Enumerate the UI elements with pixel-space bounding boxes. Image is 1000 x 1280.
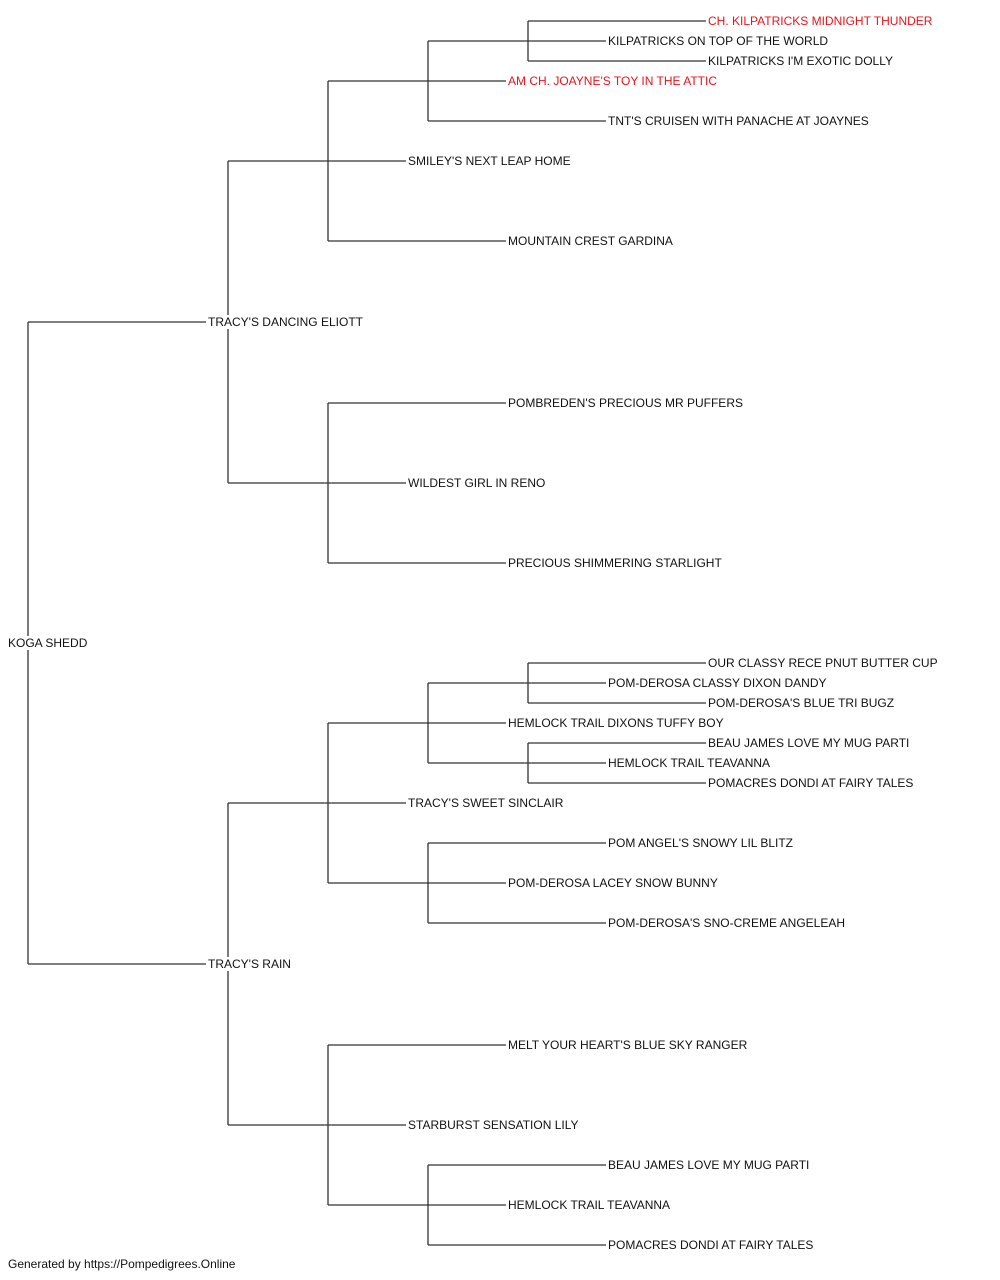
pedigree-node: POM-DEROSA CLASSY DIXON DANDY	[607, 676, 828, 690]
pedigree-node: HEMLOCK TRAIL DIXONS TUFFY BOY	[507, 716, 725, 730]
pedigree-node: POMBREDEN'S PRECIOUS MR PUFFERS	[507, 396, 744, 410]
pedigree-node: MOUNTAIN CREST GARDINA	[507, 234, 674, 248]
pedigree-node: HEMLOCK TRAIL TEAVANNA	[507, 1198, 672, 1212]
pedigree-node: TNT'S CRUISEN WITH PANACHE AT JOAYNES	[607, 114, 870, 128]
pedigree-node: POM ANGEL'S SNOWY LIL BLITZ	[607, 836, 795, 850]
pedigree-node: SMILEY'S NEXT LEAP HOME	[407, 154, 572, 168]
pedigree-node: POM-DEROSA LACEY SNOW BUNNY	[507, 876, 719, 890]
pedigree-node: CH. KILPATRICKS MIDNIGHT THUNDER	[707, 14, 934, 28]
pedigree-node: OUR CLASSY RECE PNUT BUTTER CUP	[707, 656, 939, 670]
pedigree-node: KILPATRICKS I'M EXOTIC DOLLY	[707, 54, 894, 68]
pedigree-node: WILDEST GIRL IN RENO	[407, 476, 547, 490]
pedigree-node: POM-DEROSA'S SNO-CREME ANGELEAH	[607, 916, 846, 930]
pedigree-node: TRACY'S RAIN	[207, 957, 292, 971]
pedigree-node: POM-DEROSA'S BLUE TRI BUGZ	[707, 696, 896, 710]
pedigree-node: KOGA SHEDD	[7, 636, 89, 650]
generated-by-footer: Generated by https://Pompedigrees.Online	[8, 1257, 236, 1271]
pedigree-node: AM CH. JOAYNE'S TOY IN THE ATTIC	[507, 74, 718, 88]
pedigree-node: HEMLOCK TRAIL TEAVANNA	[607, 756, 772, 770]
pedigree-node: PRECIOUS SHIMMERING STARLIGHT	[507, 556, 723, 570]
pedigree-node: POMACRES DONDI AT FAIRY TALES	[707, 776, 915, 790]
pedigree-node: KILPATRICKS ON TOP OF THE WORLD	[607, 34, 830, 48]
pedigree-node: BEAU JAMES LOVE MY MUG PARTI	[607, 1158, 811, 1172]
pedigree-node: TRACY'S DANCING ELIOTT	[207, 315, 364, 329]
pedigree-node: TRACY'S SWEET SINCLAIR	[407, 796, 565, 810]
pedigree-node: MELT YOUR HEART'S BLUE SKY RANGER	[507, 1038, 749, 1052]
pedigree-node: BEAU JAMES LOVE MY MUG PARTI	[707, 736, 911, 750]
pedigree-node: STARBURST SENSATION LILY	[407, 1118, 580, 1132]
pedigree-node: POMACRES DONDI AT FAIRY TALES	[607, 1238, 815, 1252]
